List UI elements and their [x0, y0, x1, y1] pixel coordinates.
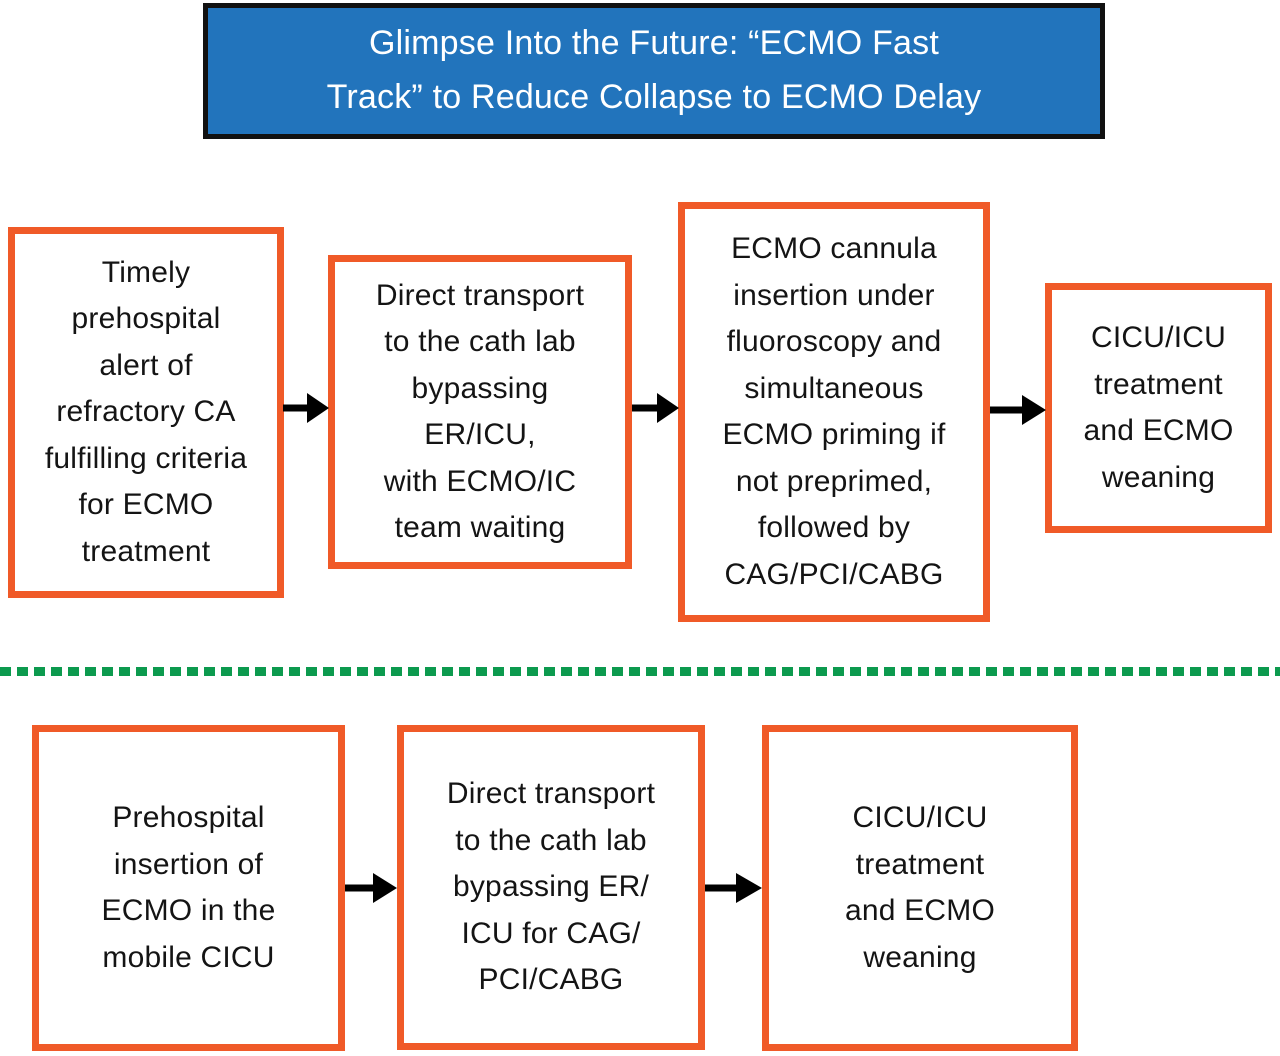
flow-step-text: Direct transport to the cath lab bypassi…	[446, 777, 656, 997]
flow-step-text: CICU/ICU treatment and ECMO weaning	[1083, 321, 1234, 494]
title-text: Glimpse Into the Future: “ECMO Fast Trac…	[326, 24, 982, 116]
flow-arrow-icon	[990, 395, 1046, 425]
flow-step-text: Prehospital insertion of ECMO in the mob…	[101, 801, 276, 974]
flow-step-text: Direct transport to the cath lab bypassi…	[375, 278, 585, 545]
flow-step-prehospital-ecmo-insertion: Prehospital insertion of ECMO in the mob…	[32, 725, 345, 1051]
flow-step-text: CICU/ICU treatment and ECMO weaning	[845, 801, 995, 974]
flow-step-cicu-treatment-weaning-2: CICU/ICU treatment and ECMO weaning	[762, 725, 1078, 1051]
flow-step-timely-prehospital-alert: Timely prehospital alert of refractory C…	[8, 227, 284, 598]
dashed-divider	[0, 667, 1280, 676]
flow-step-text: Timely prehospital alert of refractory C…	[44, 255, 248, 568]
flow-step-direct-transport-cag-pci: Direct transport to the cath lab bypassi…	[397, 725, 705, 1050]
flow-step-ecmo-cannula-insertion: ECMO cannula insertion under fluoroscopy…	[678, 202, 990, 622]
flow-step-text: ECMO cannula insertion under fluoroscopy…	[722, 232, 946, 591]
flow-step-direct-transport-cathlab: Direct transport to the cath lab bypassi…	[328, 255, 632, 569]
title-banner: Glimpse Into the Future: “ECMO Fast Trac…	[203, 3, 1105, 139]
flow-arrow-icon	[632, 393, 679, 423]
flow-step-cicu-treatment-weaning: CICU/ICU treatment and ECMO weaning	[1045, 283, 1272, 533]
flow-arrow-icon	[705, 873, 762, 903]
flow-arrow-icon	[283, 393, 329, 423]
flow-arrow-icon	[345, 873, 397, 903]
